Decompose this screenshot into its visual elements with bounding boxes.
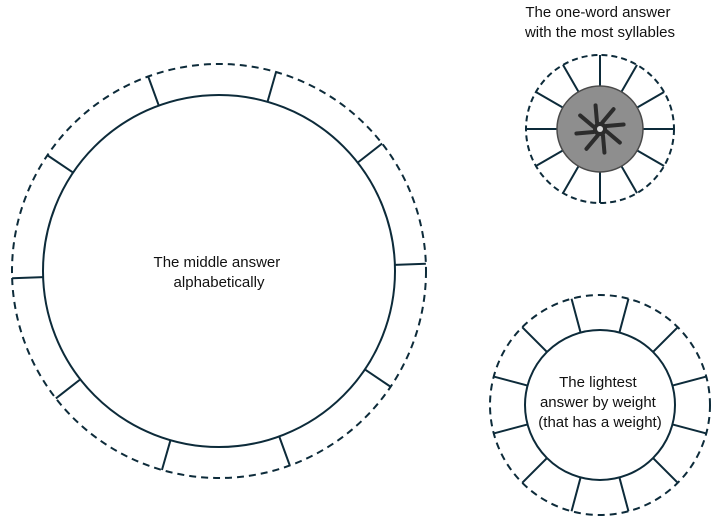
wheel-bottom-right: The lightest answer by weight (that has … xyxy=(489,294,711,516)
segment-divider xyxy=(535,91,564,109)
wheel-large-label-line-1: The middle answer xyxy=(154,254,281,271)
wheel-top-right-label-line-2: with the most syllables xyxy=(524,24,675,41)
segment-divider xyxy=(570,298,582,333)
segment-divider xyxy=(562,64,580,93)
segment-divider xyxy=(636,149,665,167)
wheel-bottom-right-label-line-1: The lightest xyxy=(559,374,637,391)
hub-spoke xyxy=(600,107,616,125)
wheel-bottom-right-dividers xyxy=(493,298,707,512)
wheel-large-dividers xyxy=(12,71,426,471)
segment-divider xyxy=(364,368,392,388)
segment-divider xyxy=(672,375,707,387)
wheel-top-right-label-line-1: The one-word answer xyxy=(525,4,670,21)
hub-spoke xyxy=(578,113,596,129)
segment-divider xyxy=(562,165,580,194)
wheel-large-label: The middle answer alphabetically xyxy=(154,254,285,291)
segment-divider xyxy=(46,154,74,174)
segment-divider xyxy=(618,477,630,512)
asterisk-hub-icon xyxy=(574,103,626,155)
hub-center-dot xyxy=(597,126,603,132)
segment-divider xyxy=(55,378,81,400)
hub-spoke xyxy=(584,133,600,151)
segment-divider xyxy=(394,262,426,266)
segment-divider xyxy=(620,165,638,194)
segment-divider xyxy=(12,276,44,280)
segment-divider xyxy=(278,436,291,466)
hub-spoke xyxy=(574,129,596,136)
wheel-large-label-line-2: alphabetically xyxy=(174,274,265,291)
segment-divider xyxy=(493,375,528,387)
segment-divider xyxy=(147,76,160,106)
segment-divider xyxy=(266,71,278,103)
wheel-large: The middle answer alphabetically xyxy=(11,63,427,479)
segment-divider xyxy=(636,91,665,109)
hub-spoke xyxy=(604,122,626,129)
segment-divider xyxy=(521,326,548,353)
wheel-top-right-label: The one-word answer with the most syllab… xyxy=(524,4,675,41)
segment-divider xyxy=(652,457,679,484)
segment-divider xyxy=(160,439,172,471)
segment-divider xyxy=(535,149,564,167)
segment-divider xyxy=(570,477,582,512)
segment-divider xyxy=(493,423,528,435)
wheel-bottom-right-inner-ring xyxy=(524,329,676,481)
wheel-bottom-right-label-line-2: answer by weight xyxy=(540,394,657,411)
wheel-top-right-dividers xyxy=(526,55,674,203)
hub-spoke xyxy=(604,129,622,145)
wheel-bottom-right-outer-ring xyxy=(489,294,711,516)
segment-divider xyxy=(672,423,707,435)
wheel-top-right: The one-word answer with the most syllab… xyxy=(524,4,675,204)
wheel-large-inner-ring xyxy=(42,94,396,448)
segment-divider xyxy=(652,326,679,353)
segment-divider xyxy=(620,64,638,93)
wheel-large-outer-ring xyxy=(11,63,427,479)
segment-divider xyxy=(357,142,383,164)
hub-spoke xyxy=(593,103,600,125)
wheel-bottom-right-label: The lightest answer by weight (that has … xyxy=(538,374,661,431)
segment-divider xyxy=(521,457,548,484)
wheel-bottom-right-label-line-3: (that has a weight) xyxy=(538,414,661,431)
segment-divider xyxy=(618,298,630,333)
hub-spoke xyxy=(600,133,607,155)
